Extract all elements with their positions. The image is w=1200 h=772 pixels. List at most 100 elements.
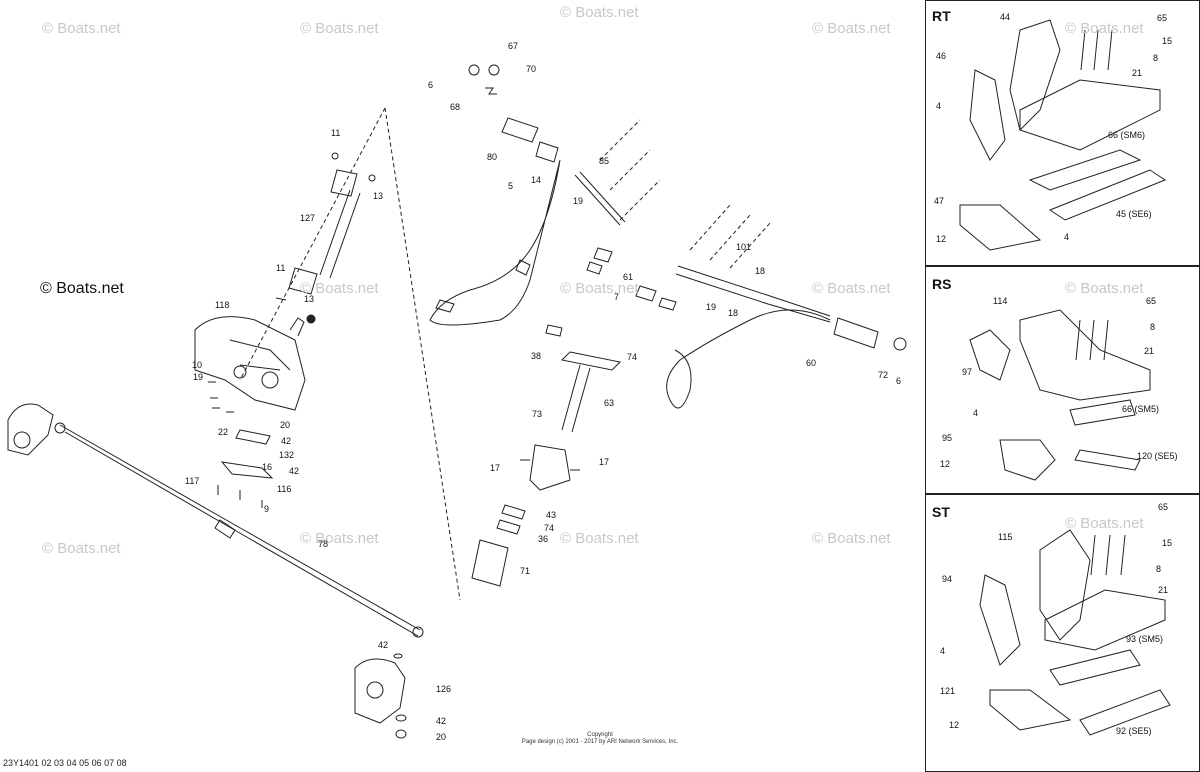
callout-label: 132 xyxy=(279,450,295,460)
watermark: © Boats.net xyxy=(300,280,379,297)
steering-column-plate xyxy=(560,351,622,371)
callout-label: 126 xyxy=(436,684,452,694)
callout-label: 95 xyxy=(942,433,953,443)
copyright-line: Copyright xyxy=(587,732,613,738)
panel-title-rt: RT xyxy=(932,8,951,24)
projection-dashed-line xyxy=(689,204,771,269)
tie-rod xyxy=(59,424,421,637)
callout-label: 118 xyxy=(215,300,230,310)
clamp xyxy=(586,247,613,275)
callout-label: 92 (SE5) xyxy=(1116,726,1152,736)
callout-label: 10 xyxy=(192,360,203,370)
callout-label: 4 xyxy=(936,101,942,111)
callout-label: 66 (SM5) xyxy=(1122,404,1160,414)
connector xyxy=(435,299,455,313)
st-upper-cover xyxy=(1044,589,1166,651)
column-bushing xyxy=(496,504,526,535)
steering-shaft xyxy=(319,189,361,279)
callout-label: 22 xyxy=(218,427,229,437)
callout-label: 8 xyxy=(1156,564,1162,574)
callout-label: 74 xyxy=(627,352,638,362)
rt-bottom-cover xyxy=(959,204,1042,251)
callout-label: 42 xyxy=(436,716,447,726)
rs-lower-cover xyxy=(1069,399,1136,426)
callout-label: 4 xyxy=(973,408,979,418)
callout-label: 78 xyxy=(318,539,329,549)
washer xyxy=(395,714,407,722)
callout-label: 66 (SM6) xyxy=(1108,130,1146,140)
bolt xyxy=(217,485,263,508)
rt-lower-cover xyxy=(1028,149,1167,221)
callout-label: 85 xyxy=(599,156,610,166)
copyright-line: Page design (c) 2001 - 2017 by ARI Netwo… xyxy=(521,739,679,745)
steering-knuckle-left xyxy=(7,403,54,456)
throttle-grip xyxy=(501,117,539,143)
gear-port xyxy=(261,371,279,389)
copyright-notice: Copyright Page design (c) 2001 - 2017 by… xyxy=(500,732,700,746)
callout-label: 117 xyxy=(185,476,200,486)
rs-side-cover xyxy=(969,329,1011,381)
knuckle-bore xyxy=(13,431,31,449)
callout-label: 74 xyxy=(544,523,555,533)
watermark: © Boats.net xyxy=(560,4,639,21)
callout-label: 17 xyxy=(599,457,610,467)
steering-knuckle-right xyxy=(354,658,406,724)
bolt xyxy=(275,297,287,301)
callout-label: 101 xyxy=(736,242,752,252)
callout-label: 20 xyxy=(280,420,291,430)
grip-end-cap xyxy=(468,64,480,76)
grip-end-cap xyxy=(488,64,500,76)
callout-label: 71 xyxy=(520,566,531,576)
callout-label: 36 xyxy=(538,534,549,544)
column-bracket xyxy=(529,444,571,491)
watermark: © Boats.net xyxy=(1065,20,1144,37)
grip xyxy=(833,317,879,349)
bolt xyxy=(331,152,339,160)
callout-label: 19 xyxy=(573,196,584,206)
callout-label: 42 xyxy=(378,640,389,650)
watermark: © Boats.net xyxy=(1065,515,1144,532)
panel-title-st: ST xyxy=(932,504,950,520)
rt-handlebar-cover xyxy=(1009,19,1061,131)
watermark: © Boats.net xyxy=(1065,280,1144,297)
st-handlebar-cover xyxy=(1039,529,1091,641)
callout-label: 97 xyxy=(962,367,973,377)
watermark: © Boats.net xyxy=(812,20,891,37)
steering-gear-detail xyxy=(229,317,305,371)
callout-label: 8 xyxy=(1150,322,1156,332)
nut xyxy=(368,174,376,182)
watermark: © Boats.net xyxy=(40,280,124,297)
handlebar-tube xyxy=(675,265,831,323)
nut xyxy=(306,314,316,324)
callout-label: 21 xyxy=(1132,68,1143,78)
clip xyxy=(545,324,563,337)
rs-shield xyxy=(1074,449,1141,471)
clamp xyxy=(635,285,677,311)
projection-dashed-line xyxy=(599,119,661,221)
bolts-group xyxy=(208,381,234,413)
callout-label: 65 xyxy=(1146,296,1157,306)
callout-label: 15 xyxy=(1162,538,1173,548)
callout-label: 12 xyxy=(940,459,951,469)
callout-label: 94 xyxy=(942,574,953,584)
u-joint-upper xyxy=(330,169,358,197)
rt-bolts xyxy=(1080,29,1113,71)
callout-label: 17 xyxy=(490,463,501,473)
tie-rod-end xyxy=(54,422,66,434)
throttle-housing xyxy=(535,141,559,163)
callout-label: 42 xyxy=(289,466,300,476)
callout-label: 6 xyxy=(428,80,434,90)
st-bottom-cover xyxy=(989,689,1072,731)
callout-label: 7 xyxy=(614,292,620,302)
callout-label: 46 xyxy=(936,51,947,61)
st-lower-cover xyxy=(1049,649,1171,736)
column-detail xyxy=(520,459,580,471)
gear-port xyxy=(233,365,247,379)
callout-label: 18 xyxy=(755,266,766,276)
callout-label: 115 xyxy=(998,532,1013,542)
knuckle-bore xyxy=(366,681,384,699)
callout-label: 67 xyxy=(508,41,519,51)
rt-side-cover xyxy=(969,69,1006,161)
callout-label: 73 xyxy=(532,409,543,419)
